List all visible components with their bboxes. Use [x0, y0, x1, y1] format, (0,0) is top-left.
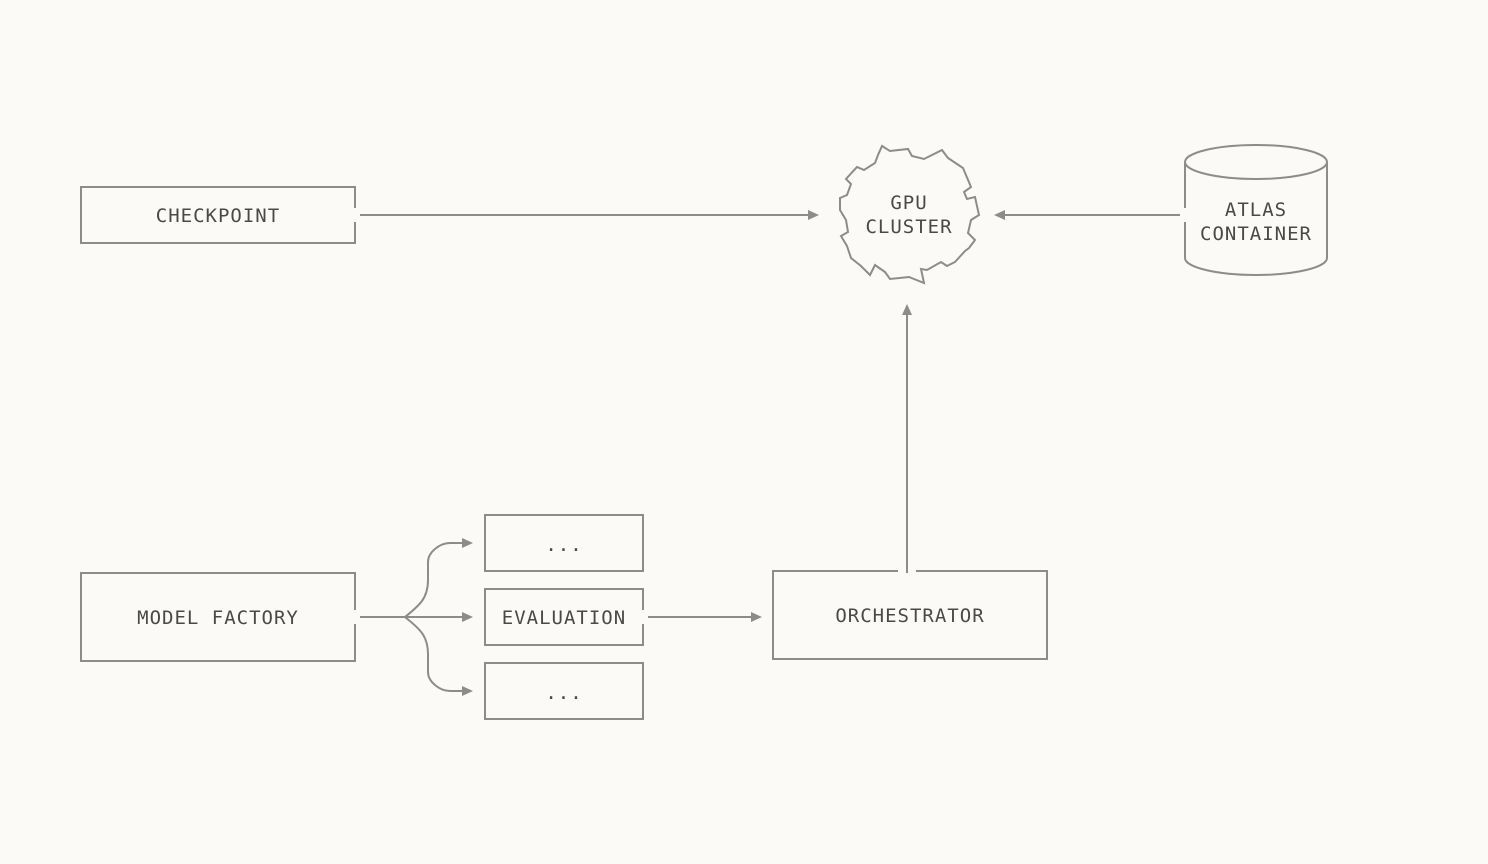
node-evaluation: EVALUATION: [484, 588, 648, 646]
node-gpu-cluster: GPU CLUSTER: [839, 144, 981, 285]
ellipsis-bottom-label: ...: [545, 682, 582, 704]
gpu-cluster-label-line2: CLUSTER: [865, 216, 952, 238]
gpu-cluster-gear-shape: [839, 144, 981, 285]
node-checkpoint: CHECKPOINT: [80, 186, 360, 244]
atlas-cylinder-top: [1184, 144, 1328, 180]
evaluation-label: EVALUATION: [502, 607, 626, 629]
node-ellipsis-bottom: ...: [484, 662, 644, 720]
edge-orchestrator-to-gpu-cluster: [902, 304, 912, 571]
node-orchestrator: ORCHESTRATOR: [772, 566, 1048, 660]
edge-checkpoint-to-gpu-cluster: [355, 210, 819, 220]
edge-model-factory-fanout: [355, 538, 473, 696]
atlas-label-line2: CONTAINER: [1200, 223, 1312, 245]
orchestrator-label: ORCHESTRATOR: [835, 605, 984, 627]
edge-evaluation-to-orchestrator: [643, 612, 762, 622]
node-checkpoint-label: CHECKPOINT: [156, 205, 280, 227]
atlas-label-line1: ATLAS: [1225, 199, 1287, 221]
gpu-cluster-label-line1: GPU: [890, 192, 927, 214]
model-factory-label: MODEL FACTORY: [137, 607, 299, 629]
atlas-cylinder-body: [1184, 162, 1328, 276]
node-atlas-container: ATLAS CONTAINER: [1180, 144, 1328, 276]
node-ellipsis-top: ...: [484, 514, 644, 572]
ellipsis-top-label: ...: [545, 534, 582, 556]
edge-atlas-to-gpu-cluster: [994, 210, 1185, 220]
node-model-factory: MODEL FACTORY: [80, 572, 360, 662]
